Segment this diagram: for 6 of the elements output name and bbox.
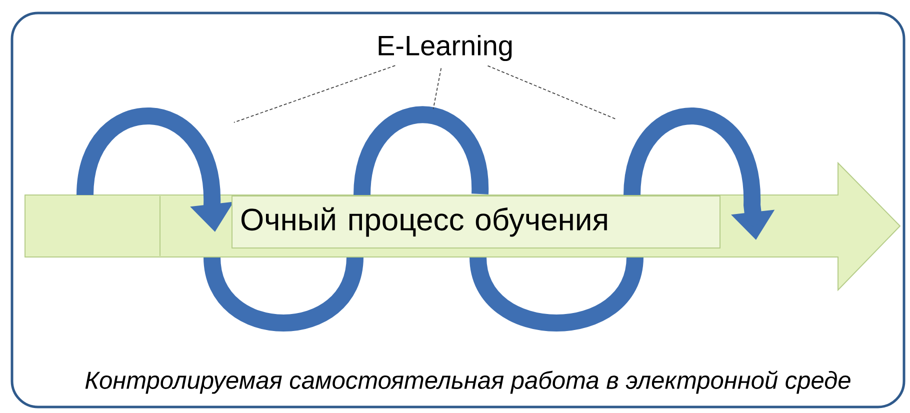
caption-text: Контролируемая самостоятельная работа в электронной среде	[85, 370, 850, 394]
leader-line	[432, 68, 442, 110]
heading-text: E-Learning	[378, 34, 512, 62]
leader-line	[487, 65, 617, 120]
text-box: Очный процесс обучения	[232, 196, 720, 248]
leader-line	[234, 65, 396, 123]
